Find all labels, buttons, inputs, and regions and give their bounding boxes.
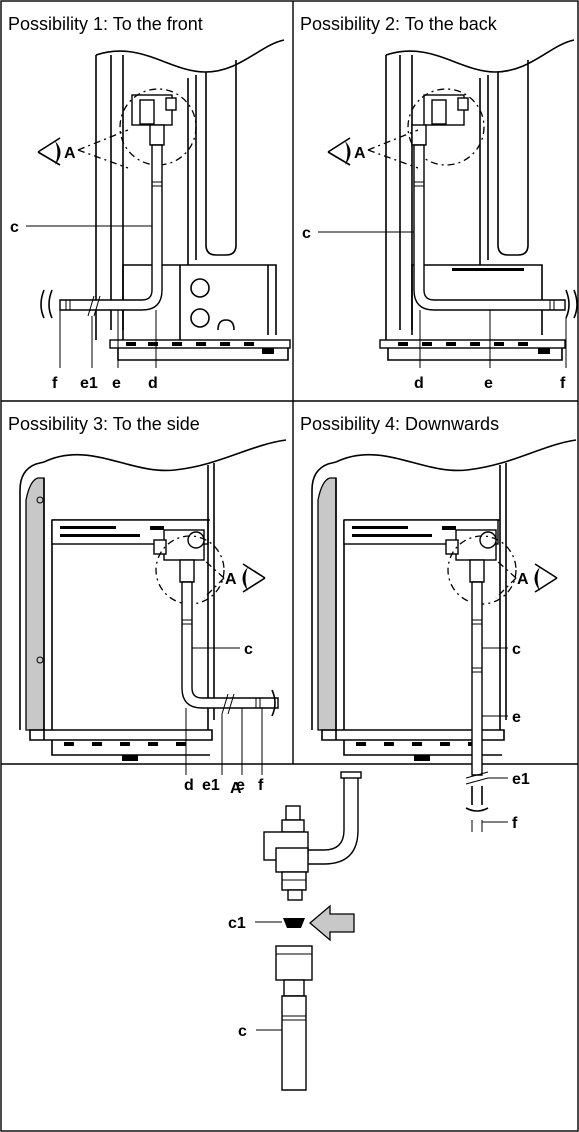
stop-valve-4 (445, 529, 497, 583)
label-e: e (112, 375, 121, 392)
stop-valve-2 (411, 94, 469, 146)
detail-circle-1 (119, 88, 197, 166)
label-f: f (52, 375, 58, 392)
label-c: c (302, 225, 311, 242)
flare-seal (283, 918, 305, 928)
label-c: c (238, 1023, 247, 1040)
label-d: d (414, 375, 424, 392)
panel-3-caption: Possibility 3: To the side (8, 414, 200, 434)
panel-4-caption: Possibility 4: Downwards (300, 414, 499, 434)
label-f: f (258, 777, 264, 794)
label-f: f (560, 375, 566, 392)
panel-side: Possibility 3: To the side (8, 414, 287, 794)
arrow-icon (308, 904, 355, 942)
panel-front: Possibility 1: To the front (8, 14, 291, 392)
eye-icon (534, 563, 558, 593)
eye-icon (327, 137, 351, 166)
label-A: A (517, 571, 529, 588)
label-A: A (64, 145, 76, 162)
label-f: f (512, 815, 518, 832)
label-e1: e1 (202, 777, 220, 794)
label-e1: e1 (512, 771, 530, 788)
stop-valve-3 (153, 529, 205, 583)
label-A: A (354, 145, 366, 162)
label-c1: c1 (228, 915, 246, 932)
eye-icon (37, 137, 61, 166)
label-d: d (184, 777, 194, 794)
eye-icon (242, 563, 266, 593)
panel-2-caption: Possibility 2: To the back (300, 14, 498, 34)
label-e1: e1 (80, 375, 98, 392)
panel-back: Possibility 2: To the back (300, 14, 578, 392)
label-A: A (230, 780, 242, 797)
label-c: c (10, 219, 19, 236)
panel-downwards: Possibility 4: Downwards (300, 414, 577, 832)
label-e: e (236, 777, 245, 794)
detail-circle-2 (407, 88, 485, 166)
panel-detail-a: A c1 c (228, 771, 362, 1091)
label-c: c (244, 641, 253, 658)
label-d: d (148, 375, 158, 392)
label-e: e (512, 709, 521, 726)
stop-valve-1 (131, 94, 177, 146)
label-e: e (484, 375, 493, 392)
label-A: A (225, 571, 237, 588)
label-c: c (512, 641, 521, 658)
panel-1-caption: Possibility 1: To the front (8, 14, 203, 34)
